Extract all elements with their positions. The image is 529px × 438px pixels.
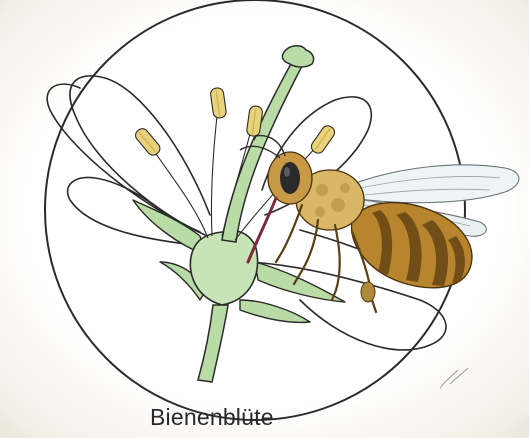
anther-1	[133, 126, 162, 157]
anther-2	[210, 87, 227, 119]
petal-upper-left	[70, 76, 210, 235]
petal-outer-left	[47, 84, 200, 232]
bee-eye	[280, 162, 300, 194]
filament-2	[211, 108, 218, 236]
bee-wing-upper	[350, 165, 519, 203]
artist-signature	[440, 368, 468, 388]
diagram-caption: Bienenblüte	[150, 402, 370, 432]
flower-stem	[198, 305, 228, 382]
sepal-right-lower	[240, 300, 310, 322]
anther-4	[309, 123, 337, 155]
bee-eye-highlight	[284, 167, 290, 177]
anthers	[133, 87, 337, 157]
pollen-basket	[361, 282, 375, 302]
stigma	[282, 46, 313, 67]
